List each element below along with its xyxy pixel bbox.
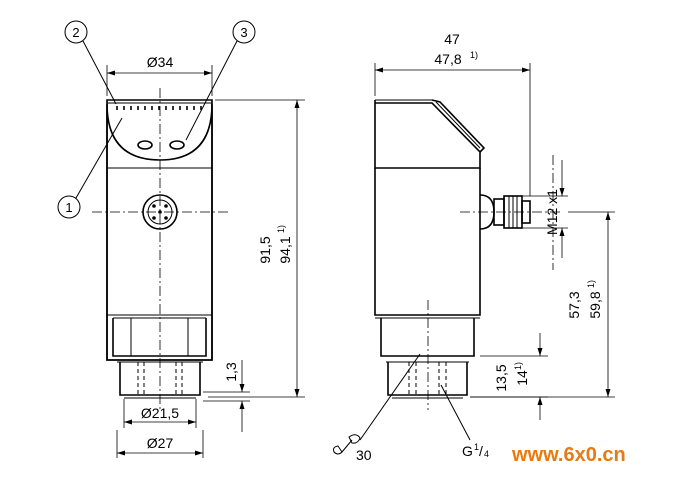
footnote-marker: 1) <box>276 225 286 233</box>
thread-fraction-numerator: 1 <box>474 442 479 452</box>
dim-side-connector: M12 x1 <box>544 189 560 235</box>
watermark: www.6x0.cn <box>511 444 626 466</box>
footnote-marker: 1) <box>586 280 596 288</box>
side-dimensions: 47 47,8 1) M12 x1 57,3 59,8 1) 13,5 14 <box>333 31 615 463</box>
dim-front-height-alt: 94,1 <box>277 236 293 263</box>
svg-text:3: 3 <box>240 25 247 40</box>
dim-side-thread-main: 13,5 <box>493 364 509 391</box>
dim-side-width-alt: 47,8 <box>434 51 461 67</box>
dim-wrench-size: 30 <box>356 447 372 463</box>
side-view <box>374 99 560 410</box>
svg-text:1: 1 <box>65 200 72 215</box>
button-right <box>169 140 185 150</box>
dim-side-height-alt: 59,8 <box>587 291 603 318</box>
led-row <box>116 106 202 110</box>
front-view <box>92 88 228 410</box>
footnote-marker: 1) <box>470 50 478 60</box>
wrench-icon <box>333 434 361 455</box>
dim-front-diameter-flange: Ø27 <box>147 435 174 451</box>
thread-fraction-denominator: 4 <box>484 449 489 459</box>
dim-side-thread-alt: 14 <box>514 370 530 386</box>
dim-front-height-main: 91,5 <box>257 236 273 263</box>
dim-front-thread-offset: 1,3 <box>223 362 239 382</box>
hex-nut-side <box>375 317 480 357</box>
dim-side-height-main: 57,3 <box>566 291 582 318</box>
footnote-marker: 1) <box>513 362 523 370</box>
thread-side <box>386 361 469 399</box>
callout-1: 1 <box>57 117 123 219</box>
svg-text:/: / <box>479 443 483 459</box>
dim-front-diameter-top: Ø34 <box>147 54 174 70</box>
hex-nut-front <box>112 317 207 357</box>
dim-thread-type: G <box>462 443 473 459</box>
dim-side-width-main: 47 <box>444 31 460 47</box>
dim-front-diameter-thread: Ø21,5 <box>141 405 179 421</box>
svg-text:2: 2 <box>72 25 79 40</box>
front-dimensions: Ø34 Ø21,5 Ø27 91,5 94,1 1) 1,3 <box>106 54 305 458</box>
callout-2: 2 <box>64 20 117 105</box>
callout-3: 3 <box>185 20 256 141</box>
button-left <box>137 140 153 150</box>
